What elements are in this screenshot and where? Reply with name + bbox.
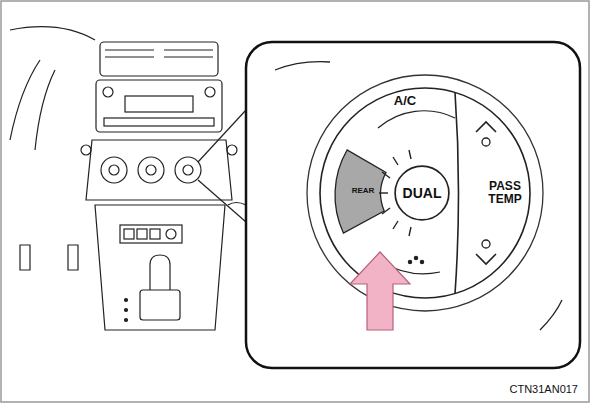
figure-code: CTN31AN017 bbox=[510, 383, 578, 395]
temp-down-dot bbox=[482, 240, 490, 248]
dash-line bbox=[10, 27, 95, 40]
fan-dot bbox=[414, 256, 417, 259]
climate-knob bbox=[175, 157, 201, 183]
audio-display bbox=[125, 96, 193, 112]
side-vent bbox=[81, 145, 91, 155]
ray bbox=[382, 172, 390, 178]
button-face: REAR bbox=[350, 185, 377, 197]
shift-gate bbox=[140, 290, 180, 320]
fan-dot bbox=[408, 260, 411, 263]
pedal bbox=[68, 245, 78, 270]
console bbox=[95, 205, 225, 330]
ray bbox=[409, 150, 411, 159]
vent-slat bbox=[105, 49, 154, 50]
shift-dot bbox=[125, 309, 128, 312]
dual-button: DUAL bbox=[394, 165, 450, 221]
temp-up-dot bbox=[482, 138, 490, 146]
pedal bbox=[20, 245, 30, 270]
button-text: REAR bbox=[352, 187, 375, 195]
switch bbox=[137, 229, 147, 239]
leader-line bbox=[198, 180, 246, 222]
rear-defog-button bbox=[335, 150, 386, 233]
dial-face bbox=[320, 88, 530, 298]
leader-line bbox=[198, 110, 246, 162]
ray bbox=[393, 157, 398, 165]
climate-knob bbox=[101, 157, 127, 183]
climate-knob-center bbox=[183, 165, 193, 175]
shift-lever bbox=[150, 255, 170, 290]
panel-line bbox=[275, 62, 330, 70]
temp-up-symbol bbox=[476, 122, 496, 132]
climate-knob bbox=[138, 157, 164, 183]
button-text: PASS TEMP bbox=[480, 180, 530, 205]
switch bbox=[124, 229, 134, 239]
dashboard bbox=[10, 27, 246, 330]
audio-unit bbox=[96, 80, 222, 132]
shift-dot bbox=[125, 319, 128, 322]
climate-knob-center bbox=[146, 165, 156, 175]
dial-bezel bbox=[307, 75, 543, 311]
switch bbox=[150, 229, 160, 239]
shift-dot bbox=[125, 299, 128, 302]
vent-slat bbox=[164, 56, 213, 57]
button-text: DUAL bbox=[403, 186, 442, 201]
steering-wheel bbox=[35, 70, 55, 150]
side-vent bbox=[227, 145, 237, 155]
audio-knob bbox=[103, 87, 113, 97]
ac-indicator-arc bbox=[378, 111, 455, 128]
audio-buttons bbox=[104, 118, 214, 126]
temp-down-symbol bbox=[476, 254, 496, 264]
ray bbox=[379, 192, 388, 193]
climate-knob-center bbox=[109, 165, 119, 175]
ray bbox=[382, 208, 390, 214]
audio-knob bbox=[205, 87, 215, 97]
button-label: A/C bbox=[394, 94, 416, 108]
fan-dot bbox=[420, 260, 423, 263]
switch-panel bbox=[120, 225, 182, 243]
panel-line bbox=[540, 300, 562, 330]
button-circle bbox=[395, 166, 449, 220]
pointer-arrow bbox=[350, 252, 410, 330]
vent-panel bbox=[100, 42, 218, 76]
button-face: PASS TEMP bbox=[480, 177, 530, 208]
vent-slat bbox=[164, 49, 213, 50]
vent-slat bbox=[105, 56, 154, 57]
switch bbox=[166, 229, 176, 239]
control-dial bbox=[275, 62, 562, 330]
ray bbox=[393, 221, 398, 229]
ray bbox=[409, 227, 411, 236]
dial-divider bbox=[455, 92, 459, 294]
steering-wheel bbox=[10, 60, 40, 140]
glovebox-handle bbox=[228, 203, 246, 206]
inset-frame bbox=[246, 42, 580, 368]
